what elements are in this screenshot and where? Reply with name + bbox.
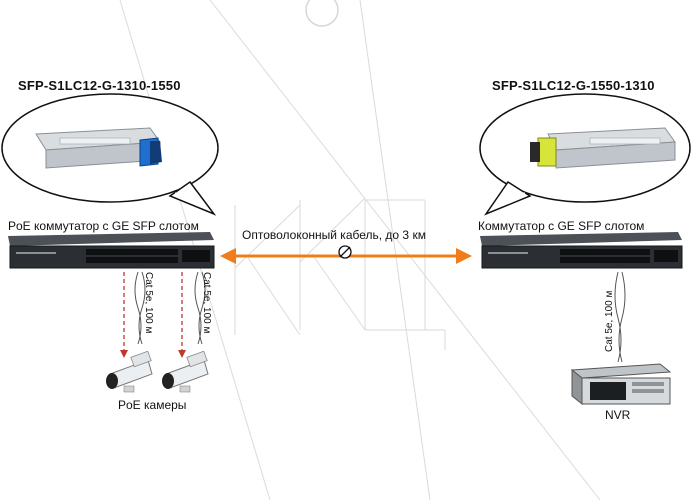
left-sfp-module-image (35, 127, 162, 169)
right-cable (614, 271, 626, 363)
right-sfp-module-image (530, 127, 676, 169)
left-sfp-model-label: SFP-S1LC12-G-1310-1550 (18, 78, 181, 93)
right-switch-caption: Коммутатор с GE SFP слотом (478, 219, 645, 233)
left-cable-1 (120, 271, 146, 358)
nvr-server (570, 363, 672, 406)
poe-camera-2 (162, 350, 209, 393)
nvr-caption: NVR (605, 408, 631, 422)
watermark-seal (305, 0, 339, 27)
left-switch-caption: PoE коммутатор с GE SFP слотом (8, 219, 199, 233)
left-cable-2-label: Cat 5e, 100 м (201, 272, 212, 334)
left-cable-1-label: Cat 5e, 100 м (143, 272, 154, 334)
right-switch (480, 232, 683, 269)
poe-camera-1 (106, 350, 153, 393)
fiber-cable-label: Оптоволоконный кабель, до 3 км (242, 228, 426, 242)
right-sfp-model-label: SFP-S1LC12-G-1550-1310 (492, 78, 655, 93)
left-cable-2 (178, 271, 206, 358)
left-poe-switch (8, 232, 215, 269)
right-cable-label: Cat 5e, 100 м (604, 290, 615, 352)
fiber-joint-icon (338, 245, 352, 259)
poe-cameras-caption: PoE камеры (118, 398, 187, 412)
